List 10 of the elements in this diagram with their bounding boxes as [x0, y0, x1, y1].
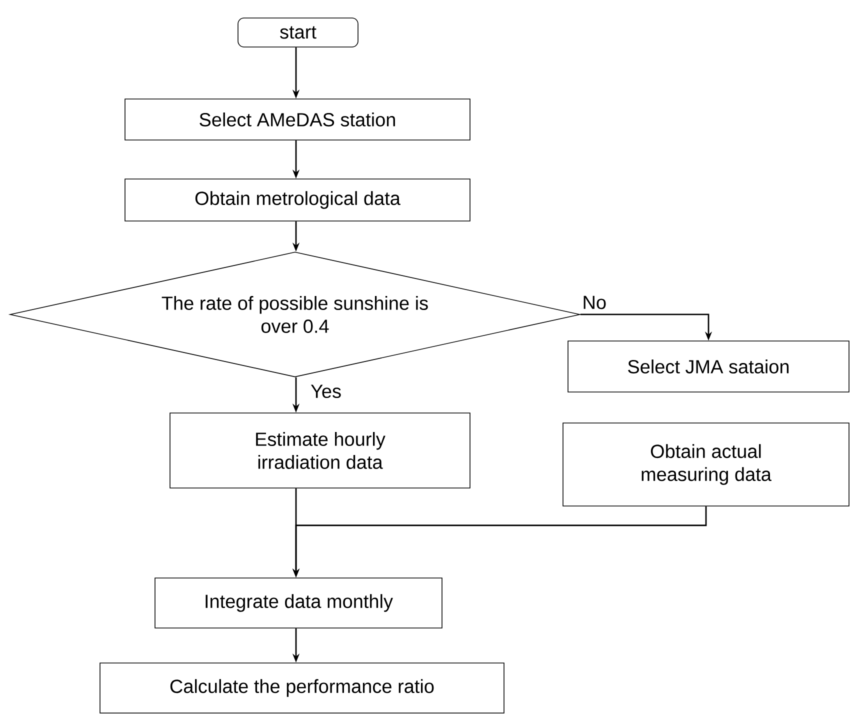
edge-label: Yes: [310, 384, 341, 398]
edge-label: No: [584, 296, 606, 310]
process-box: Estimate hourly irradiation data: [170, 412, 470, 488]
process-box: Obtain metrological data: [124, 178, 470, 222]
process-box: Select AMeDAS station: [124, 98, 470, 140]
process-box: Obtain actual measuring data: [562, 422, 850, 506]
process-box: Select JMA sataion: [568, 340, 850, 392]
process-box: Calculate the performance ratio: [100, 662, 504, 714]
process-box: Integrate data monthly: [154, 578, 442, 628]
start-terminal: start: [238, 18, 358, 48]
